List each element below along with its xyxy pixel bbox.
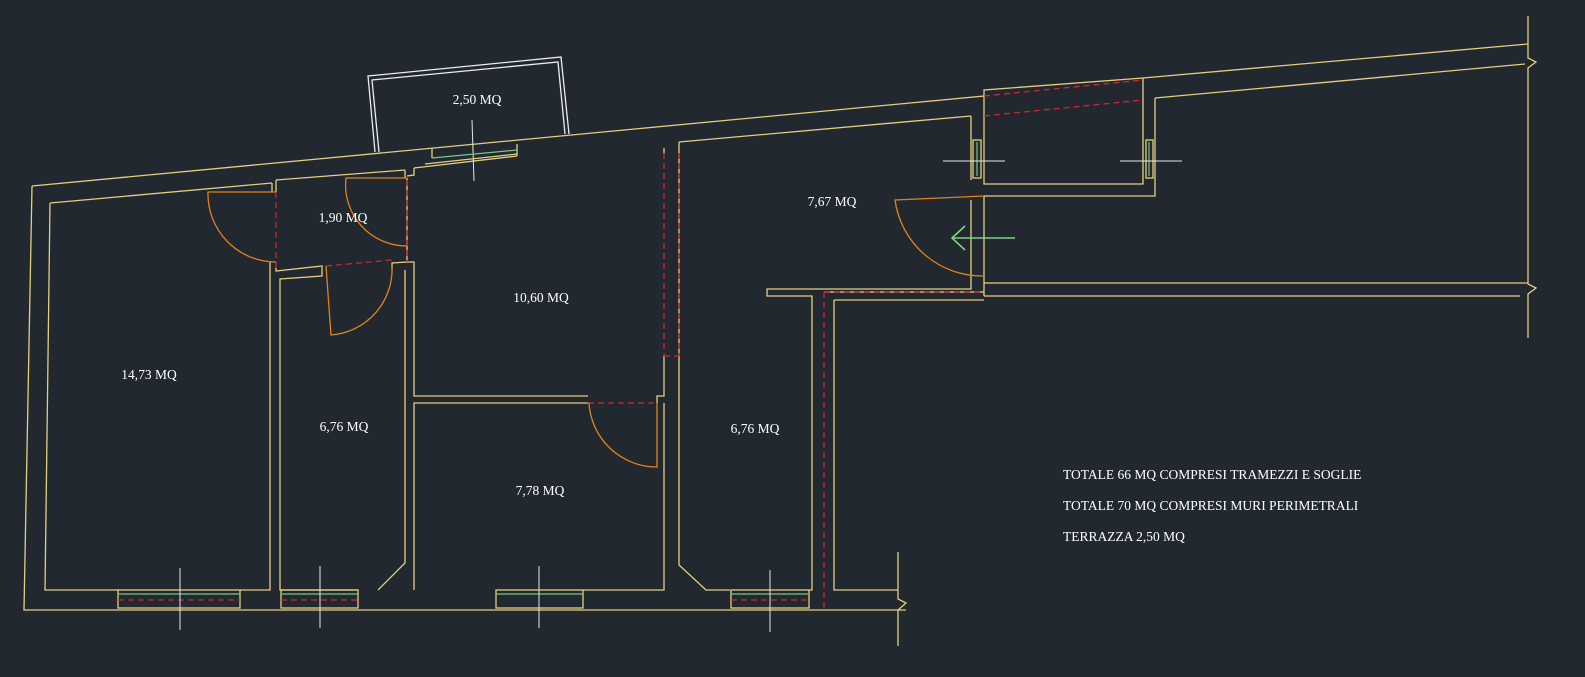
terrace-balcony: [367, 56, 570, 182]
room-labels: 2,50 MQ 1,90 MQ 7,67 MQ 10,60 MQ 14,73 M…: [121, 92, 856, 498]
windows: [117, 139, 1154, 609]
bedroom-left-area-label: 14,73 MQ: [121, 367, 177, 382]
total-internal-note: TOTALE 66 MQ COMPRESI TRAMEZZI E SOGLIE: [1063, 467, 1361, 482]
interior-walls: [240, 78, 1156, 591]
perimeter-walls: [23, 16, 1538, 646]
terrace-area-label: 2,50 MQ: [453, 92, 502, 107]
doors: [207, 177, 985, 468]
terrace-total-note: TERRAZZA 2,50 MQ: [1063, 529, 1185, 544]
corridor-room-area-label: 6,76 MQ: [320, 419, 369, 434]
axis-marks: [179, 160, 1182, 632]
total-perimeter-note: TOTALE 70 MQ COMPRESI MURI PERIMETRALI: [1063, 498, 1359, 513]
dashed-lines: [275, 79, 1144, 610]
center-room-area-label: 7,78 MQ: [516, 483, 565, 498]
totals-notes: TOTALE 66 MQ COMPRESI TRAMEZZI E SOGLIE …: [1063, 467, 1361, 544]
entrance-arrow: [950, 225, 1015, 251]
living-area-label: 10,60 MQ: [513, 290, 569, 305]
right-room-area-label: 6,76 MQ: [731, 421, 780, 436]
bathroom-area-label: 1,90 MQ: [319, 210, 368, 225]
entrance-area-label: 7,67 MQ: [808, 194, 857, 209]
